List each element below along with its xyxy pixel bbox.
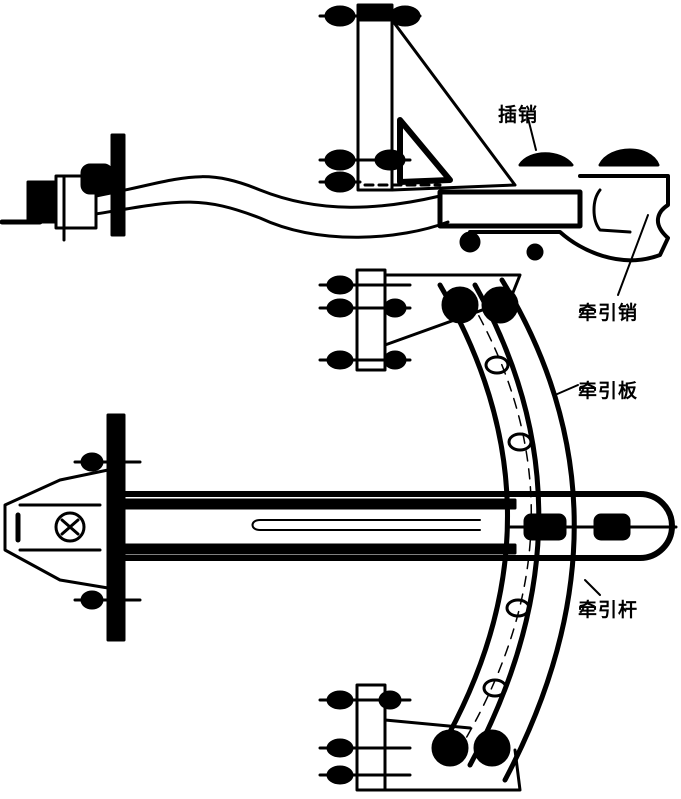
plate-holes: [482, 355, 533, 698]
top-curved-rod: [94, 175, 450, 239]
rod-left-mount: [3, 413, 142, 642]
traction-rod-leader: [584, 579, 601, 596]
pin-block: [437, 148, 670, 263]
traction-pin-leader: [617, 214, 649, 296]
traction-plate-leader: [554, 384, 579, 396]
label-traction-plate: 牵引板: [578, 380, 639, 402]
label-traction-rod: 牵引杆: [578, 599, 639, 621]
traction-rod-shape: [117, 491, 678, 561]
top-assembly: [0, 3, 670, 296]
plate-lower-bracket: [318, 683, 522, 792]
label-traction-pin: 牵引销: [578, 302, 639, 324]
label-pin: 插销: [498, 104, 539, 126]
pin-leader: [527, 117, 537, 151]
bottom-assembly: [3, 268, 678, 792]
top-left-flange: [0, 133, 126, 242]
top-bolts: [318, 5, 422, 193]
plate-upper-bracket: [318, 268, 522, 372]
